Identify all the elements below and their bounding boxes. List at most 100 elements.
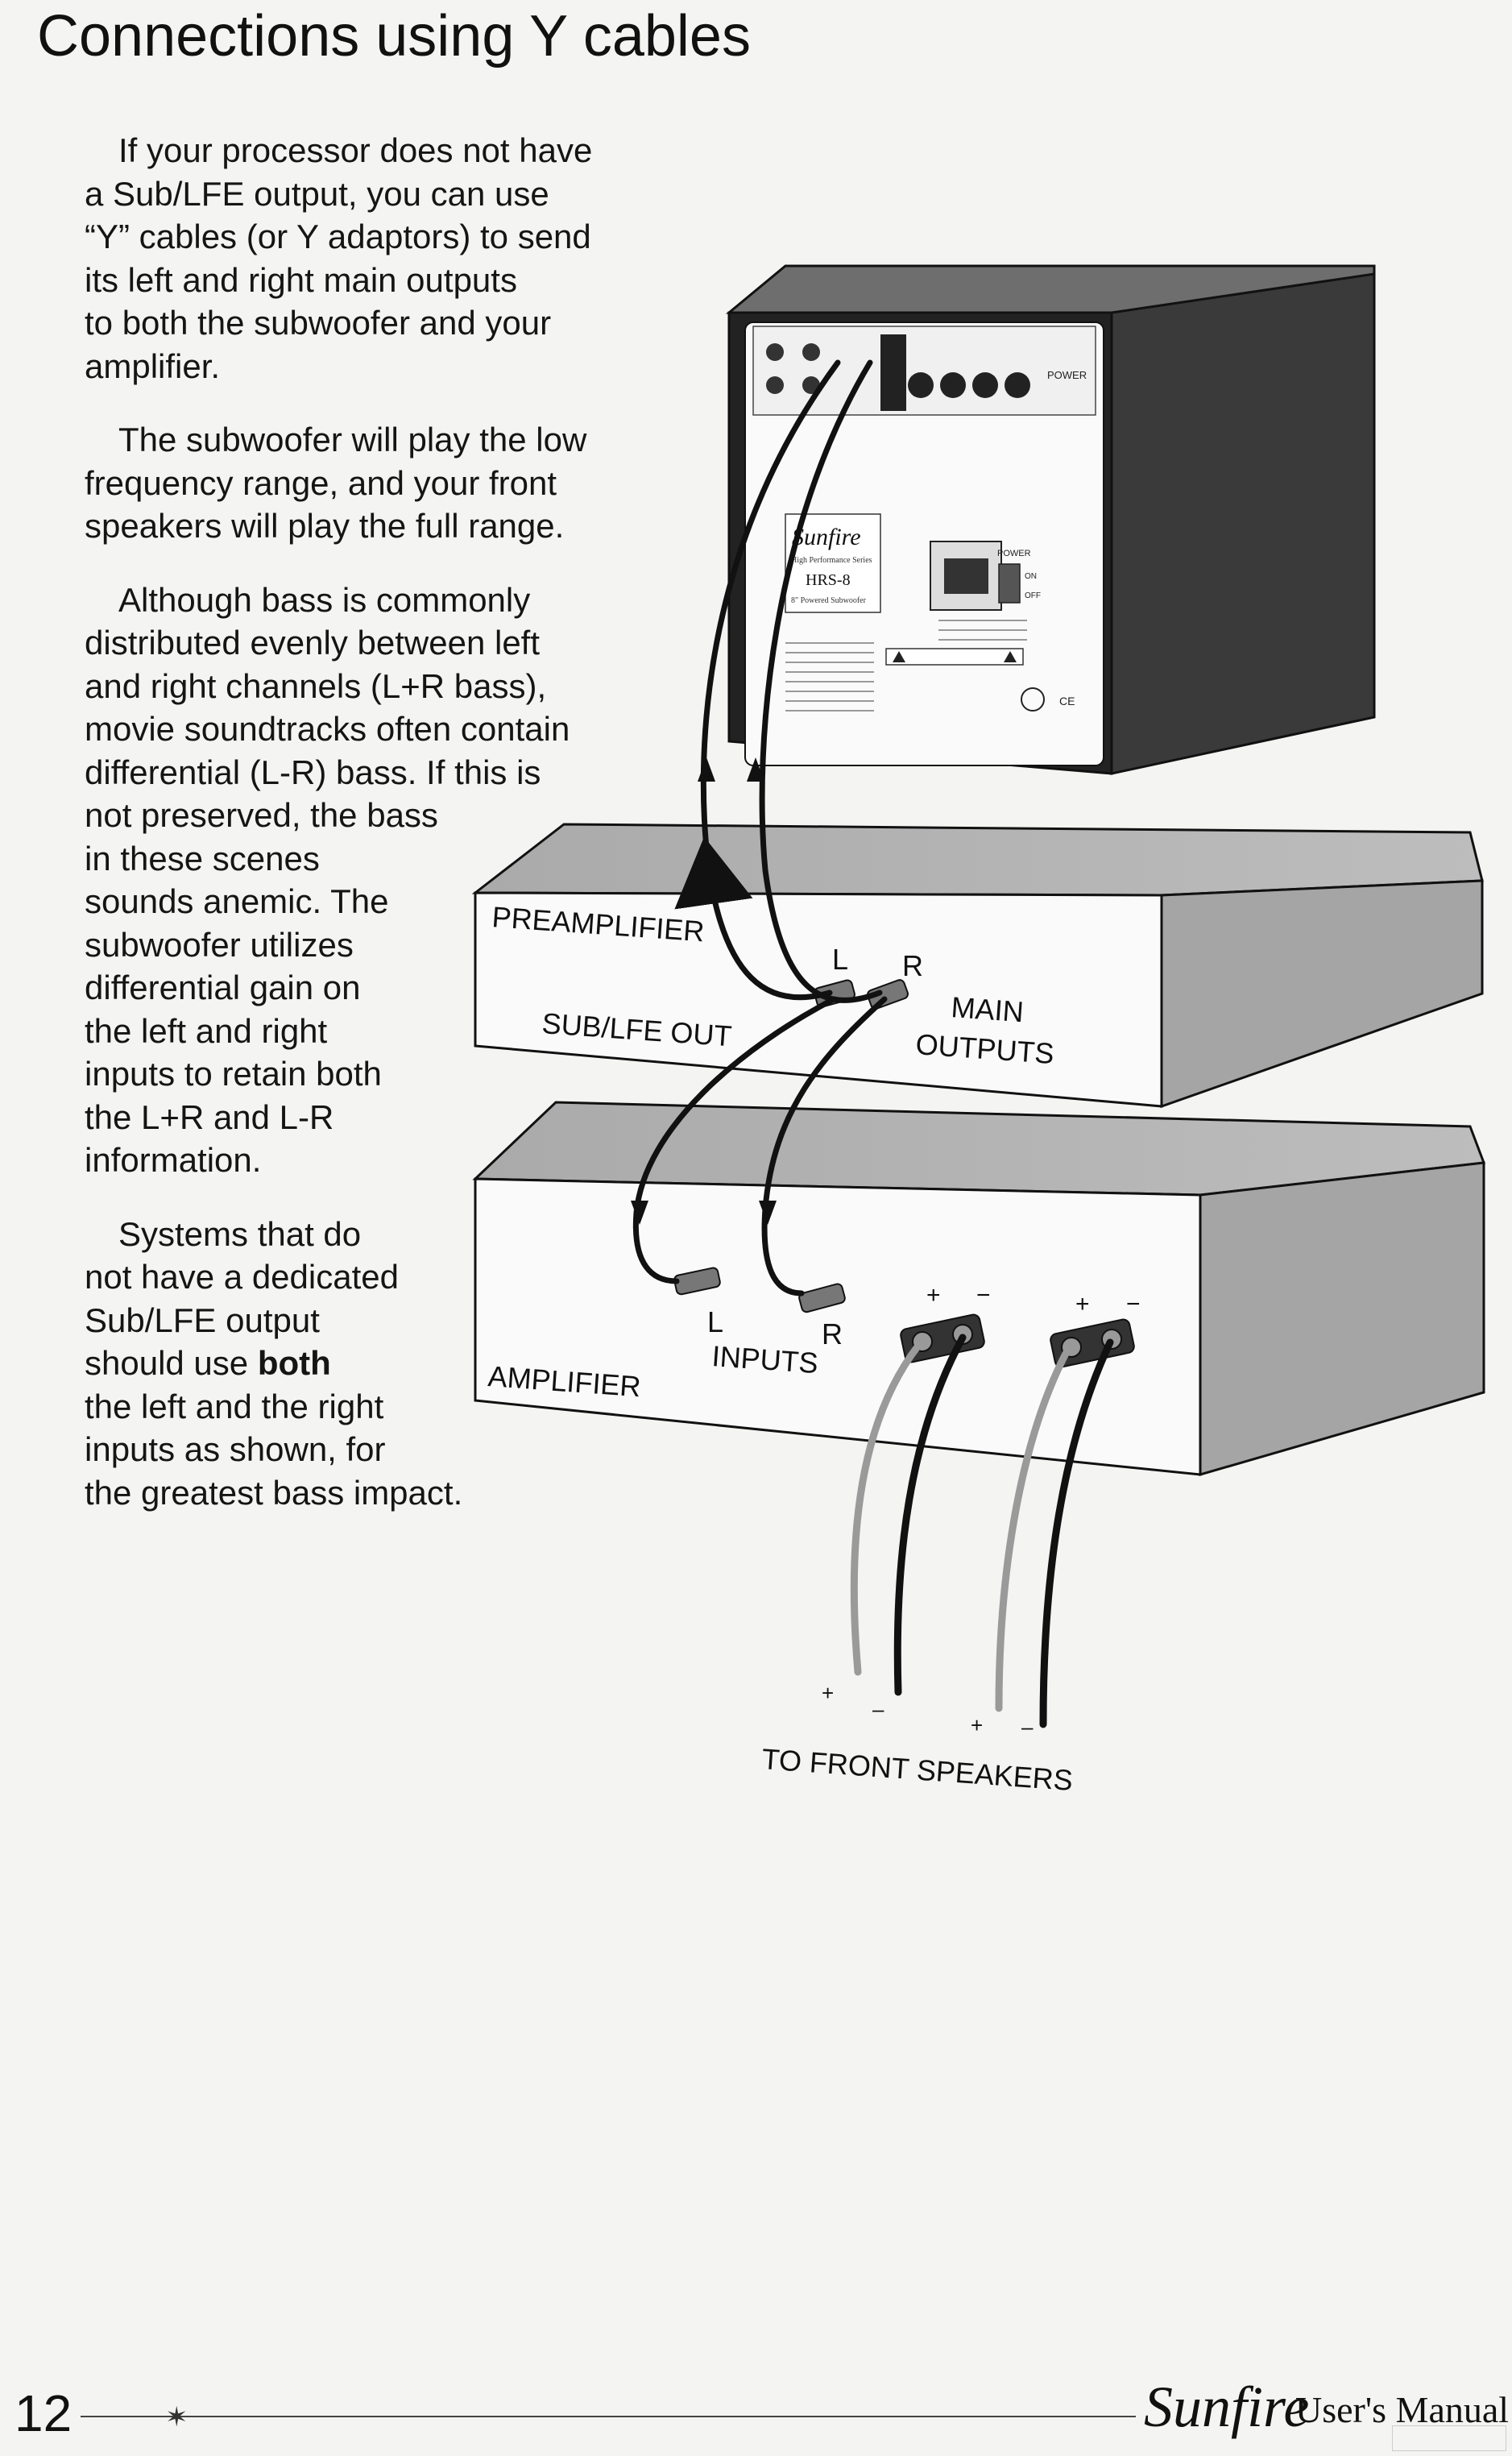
- bold-word: both: [257, 1344, 331, 1382]
- arrow-up-icon: [698, 757, 715, 782]
- arrow-up-icon: [747, 757, 764, 782]
- brand-logo: Sunfire: [792, 524, 861, 550]
- paragraph-line: “Y” cables (or Y adaptors) to send: [85, 218, 591, 255]
- subwoofer-control-strip: [752, 326, 1096, 416]
- terminal-plus-label: +: [1075, 1291, 1090, 1317]
- warning-icon: [1004, 651, 1017, 662]
- on-label: ON: [1025, 572, 1037, 581]
- footer-rule: [81, 2416, 1136, 2417]
- control-knob: [908, 372, 934, 398]
- rca-plug-amp-right: [798, 1283, 846, 1313]
- model-label: HRS-8: [806, 571, 851, 589]
- preamplifier: PREAMPLIFIER SUB/LFE OUT L R MAIN OUTPUT…: [471, 823, 1484, 1109]
- ce-mark-icon: CE: [1059, 695, 1075, 707]
- paragraph-line: sounds anemic. The: [85, 882, 389, 920]
- amp-left-label: L: [707, 1305, 723, 1338]
- paragraph-line: inputs to retain both: [85, 1055, 382, 1093]
- rca-jack: [766, 376, 784, 394]
- off-label: OFF: [1025, 591, 1041, 600]
- paragraph-line: information.: [85, 1141, 262, 1179]
- paragraph-line: differential (L-R) bass. If this is: [85, 753, 541, 791]
- amplifier: AMPLIFIER L R INPUTS + − + −: [472, 1101, 1486, 1476]
- cable-right-to-sub: [759, 359, 883, 1003]
- brand-subtitle: High Performance Series: [791, 556, 872, 565]
- power-inlet-socket: [944, 558, 988, 594]
- preamplifier-top: [471, 823, 1484, 897]
- footer-brand-logo: Sunfire: [1144, 2375, 1310, 2439]
- amplifier-front: [474, 1177, 1202, 1476]
- wire-polarity-labels: + – + –: [822, 1681, 1034, 1739]
- paragraph-line: Systems that do: [118, 1214, 362, 1253]
- etl-mark-icon: [1021, 687, 1045, 711]
- paragraph-line: in these scenes: [85, 839, 320, 877]
- wire-plus-label: +: [971, 1713, 983, 1737]
- power-switch: [998, 563, 1021, 604]
- star-icon: ✶: [165, 2401, 188, 2433]
- speaker-wire: [893, 1334, 967, 1696]
- cable-left-to-sub: [674, 359, 841, 1001]
- arrow-down-icon: [631, 1201, 648, 1225]
- paragraph-line: to both the subwoofer and your: [85, 304, 552, 342]
- corner-stamp: [1392, 2425, 1506, 2451]
- power-switch-label: POWER: [997, 549, 1031, 558]
- subwoofer: POWER Sunfire High Performance Series HR…: [725, 264, 1376, 775]
- subwoofer-side: [1110, 272, 1376, 775]
- paragraph-line: and right channels (L+R bass),: [85, 666, 547, 705]
- paragraph-line: the left and the right: [85, 1387, 384, 1425]
- paragraph-line: the left and right: [85, 1011, 328, 1050]
- speaker-wire: [850, 1342, 922, 1676]
- paragraph-line: not have a dedicated: [85, 1258, 399, 1296]
- terminal-minus-label: −: [976, 1282, 991, 1309]
- warning-icon: [893, 651, 905, 662]
- cable-left-to-amp: [632, 996, 837, 1284]
- paragraph-line-bold: should use both: [85, 1342, 648, 1385]
- y-cables: [631, 359, 1114, 1728]
- speaker-wire: [995, 1346, 1071, 1712]
- amp-right-label: R: [822, 1317, 843, 1350]
- speaker-terminal-left: + −: [900, 1282, 991, 1363]
- power-label: POWER: [1047, 369, 1087, 381]
- paragraph-line: not preserved, the bass: [85, 796, 438, 834]
- paragraph-line: its left and right main outputs: [85, 260, 517, 299]
- paragraph-line: distributed evenly between left: [85, 624, 541, 662]
- rca-jack: [802, 343, 820, 361]
- main-outputs-label-line1: MAIN: [950, 990, 1025, 1028]
- preamplifier-side: [1160, 879, 1484, 1109]
- amplifier-side: [1199, 1161, 1485, 1476]
- cable-right-to-amp: [761, 996, 888, 1296]
- speaker-wire: [1039, 1338, 1114, 1728]
- paragraph-line: Sub/LFE output: [85, 1301, 320, 1339]
- paragraph-3: Although bass is commonly distributed eve…: [85, 579, 648, 1182]
- terminal-minus-label: −: [1126, 1291, 1141, 1317]
- paragraph-line: amplifier.: [85, 346, 221, 385]
- wire-minus-label: –: [872, 1697, 884, 1721]
- page-number: 12: [14, 2384, 72, 2442]
- warning-label: [885, 648, 1024, 666]
- page-title: Connections using Y cables: [37, 4, 751, 68]
- fine-print: [785, 620, 1027, 711]
- model-description: 8" Powered Subwoofer: [791, 596, 867, 605]
- rca-plug-right: [867, 979, 909, 1010]
- to-front-speakers-label: TO FRONT SPEAKERS: [760, 1742, 1074, 1797]
- paragraph-line: speakers will play the full range.: [85, 507, 565, 545]
- paragraph-line: differential gain on: [85, 969, 361, 1006]
- paragraph-line: inputs as shown, for: [85, 1430, 386, 1468]
- inputs-label: INPUTS: [710, 1339, 819, 1379]
- paragraph-line: frequency range, and your front: [85, 463, 557, 502]
- wire-plus-label: +: [822, 1681, 834, 1705]
- paragraph-line: If your processor does not have: [118, 131, 593, 169]
- paragraph-line: subwoofer utilizes: [85, 925, 354, 964]
- paragraph-text: should use: [85, 1344, 258, 1382]
- terminal-plus-label: +: [926, 1282, 941, 1309]
- arrow-down-icon: [759, 1201, 777, 1225]
- control-knob: [972, 372, 998, 398]
- switch-block: [880, 334, 906, 411]
- wire-minus-label: –: [1021, 1715, 1034, 1739]
- control-knob: [940, 372, 966, 398]
- control-knob: [1005, 372, 1030, 398]
- preamp-right-label: R: [902, 949, 923, 982]
- paragraph-line: Although bass is commonly: [118, 580, 531, 619]
